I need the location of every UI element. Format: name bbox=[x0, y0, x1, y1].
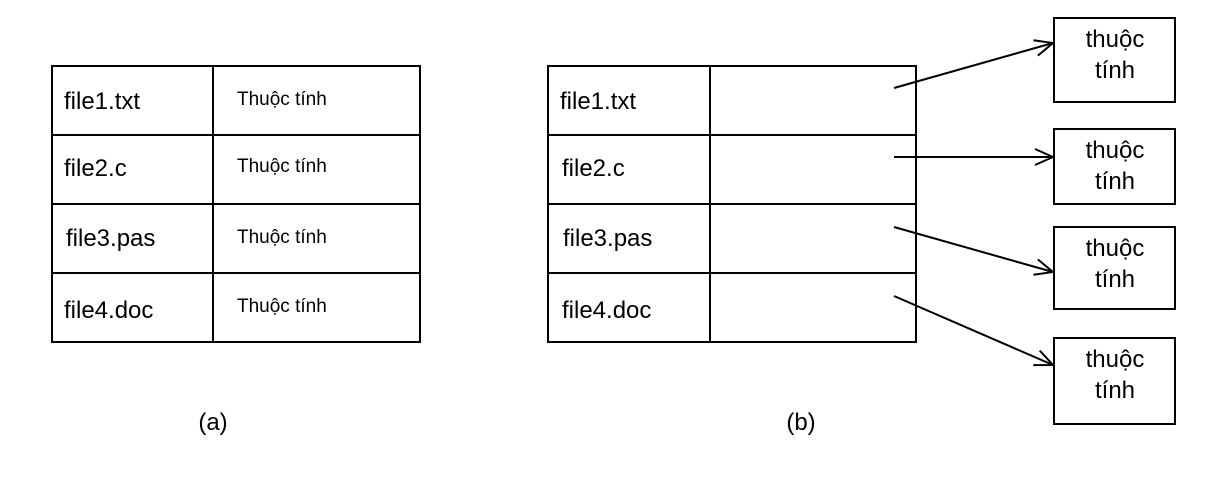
pointer-arrow bbox=[893, 43, 1053, 89]
table-b-file-name: file4.doc bbox=[562, 297, 651, 324]
pointer-arrows bbox=[893, 43, 1053, 365]
table-a-attribute: Thuộc tính bbox=[237, 156, 327, 177]
attribute-box-line: tính bbox=[1095, 377, 1135, 404]
table-a-file-name: file1.txt bbox=[64, 88, 140, 115]
table-b-file-name: file2.c bbox=[562, 155, 625, 182]
table-a-file-name: file3.pas bbox=[66, 225, 155, 252]
table-b-file-name: file3.pas bbox=[563, 225, 652, 252]
table-a-attribute: Thuộc tính bbox=[237, 227, 327, 248]
table-a-attribute: Thuộc tính bbox=[237, 89, 327, 110]
table-a-file-name: file2.c bbox=[64, 155, 127, 182]
attribute-box: thuộc tính bbox=[1053, 337, 1176, 425]
attribute-box-line: tính bbox=[1095, 168, 1135, 195]
attribute-box-line: thuộc bbox=[1086, 346, 1145, 373]
attribute-box-line: thuộc bbox=[1086, 137, 1145, 164]
table-b-file-name: file1.txt bbox=[560, 88, 636, 115]
table-a-file-name: file4.doc bbox=[64, 297, 153, 324]
attribute-box: thuộc tính bbox=[1053, 226, 1176, 310]
pointer-arrow bbox=[893, 295, 1053, 365]
attribute-box-line: thuộc bbox=[1086, 235, 1145, 262]
attribute-box-line: tính bbox=[1095, 266, 1135, 293]
pointer-arrow bbox=[893, 226, 1053, 272]
table-b: file1.txt file2.c file3.pas file4.doc bbox=[547, 65, 917, 343]
attribute-box: thuộc tính bbox=[1053, 128, 1176, 205]
caption-a: (a) bbox=[198, 409, 227, 436]
caption-b: (b) bbox=[786, 409, 815, 436]
attribute-box: thuộc tính bbox=[1053, 17, 1176, 103]
table-a-attribute: Thuộc tính bbox=[237, 296, 327, 317]
attribute-box-line: thuộc bbox=[1086, 26, 1145, 53]
attribute-box-line: tính bbox=[1095, 57, 1135, 84]
table-a: file1.txt Thuộc tính file2.c Thuộc tính … bbox=[51, 65, 421, 343]
